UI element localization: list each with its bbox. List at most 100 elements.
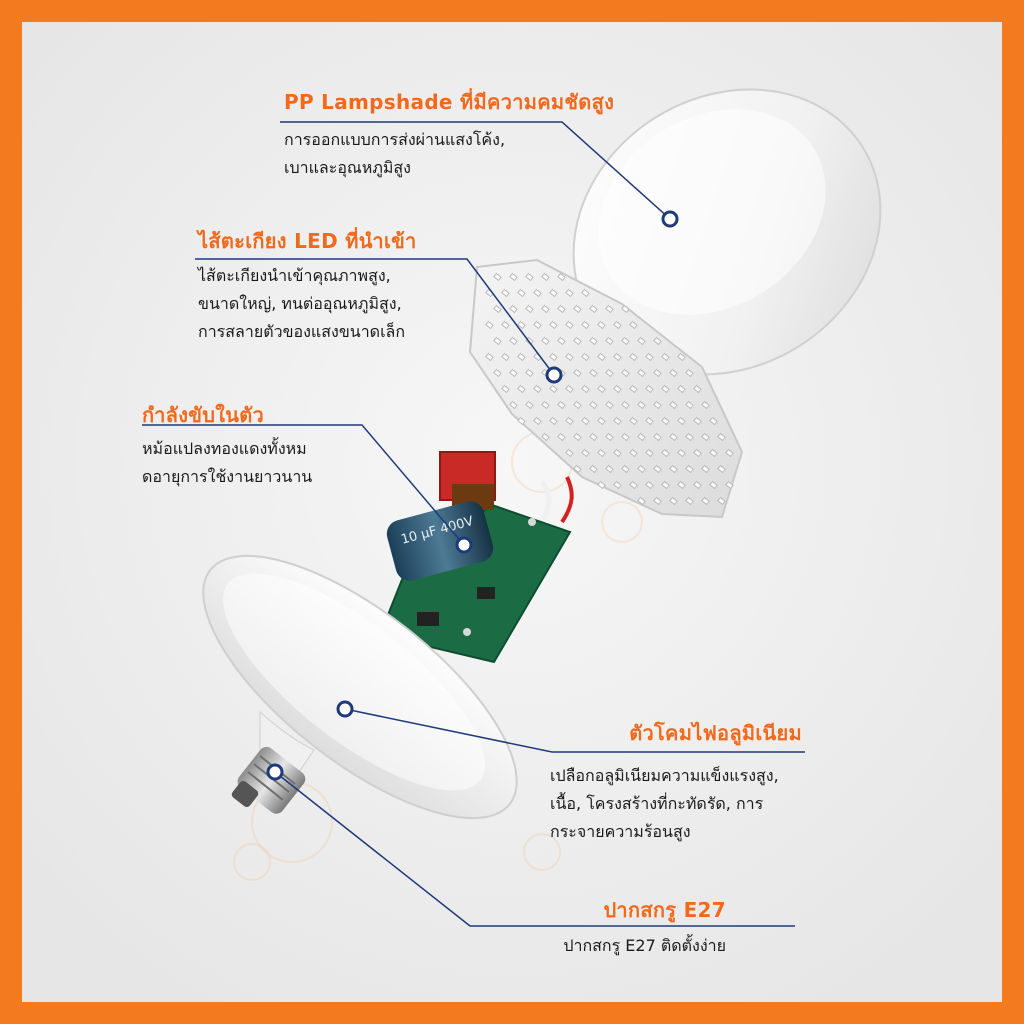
lampshade-desc: การออกแบบการส่งผ่านแสงโค้ง, เบาและอุณหภู… — [284, 130, 506, 177]
led-chip — [573, 336, 582, 346]
led-chip — [677, 352, 686, 362]
led-chip — [621, 400, 630, 410]
led-chip — [661, 416, 670, 426]
led-chip — [565, 416, 574, 426]
led-board-component — [468, 258, 744, 524]
led-chip — [629, 480, 638, 490]
led-chip — [501, 352, 510, 362]
led-chip — [645, 384, 654, 394]
driver-title: กำลังขับในตัว — [142, 403, 265, 427]
led-chip — [653, 464, 662, 474]
led-chip — [557, 400, 566, 410]
product-infographic: 10 μF 400V — [22, 22, 1002, 1002]
led-chip — [525, 304, 534, 314]
led-chip — [637, 464, 646, 474]
callout-dot-icon — [455, 536, 473, 554]
led-chip — [717, 496, 726, 506]
led-chip — [693, 416, 702, 426]
led-chip — [485, 320, 494, 330]
led-chip — [549, 288, 558, 298]
led-chip — [597, 352, 606, 362]
led-chip — [501, 288, 510, 298]
led-chip — [701, 432, 710, 442]
callout-dot-icon — [545, 366, 563, 384]
led-chip — [605, 432, 614, 442]
callout-dot-icon — [266, 763, 284, 781]
led-chip — [685, 464, 694, 474]
led-chip — [685, 496, 694, 506]
led-chip — [533, 384, 542, 394]
led-chip — [685, 368, 694, 378]
led-chip — [621, 464, 630, 474]
led-chip — [693, 384, 702, 394]
led-chip — [717, 464, 726, 474]
aluminum-body-title: ตัวโคมไฟอลูมิเนียม — [629, 721, 802, 745]
aluminum-body-desc: เปลือกอลูมิเนียมความแข็งแรงสูง, เนื้อ, โ… — [550, 766, 779, 841]
screw-base-desc: ปากสกรู E27 ติดตั้งง่าย — [563, 936, 726, 955]
led-chip — [549, 320, 558, 330]
driver-desc: หม้อแปลงทองแดงทั้งหม ดอายุการใช้งานยาวนา… — [142, 439, 313, 486]
led-chip — [629, 448, 638, 458]
led-chip — [509, 368, 518, 378]
led-chip — [541, 336, 550, 346]
led-chip — [613, 480, 622, 490]
led-chip — [701, 400, 710, 410]
led-chip — [653, 496, 662, 506]
led-chip — [509, 400, 518, 410]
led-chip — [653, 368, 662, 378]
led-chip — [533, 288, 542, 298]
led-chip — [581, 320, 590, 330]
callout-dot-icon — [661, 210, 679, 228]
led-chip — [605, 400, 614, 410]
led-chip — [725, 480, 734, 490]
led-chip — [605, 304, 614, 314]
led-chip — [581, 448, 590, 458]
led-chip — [669, 464, 678, 474]
led-chip — [533, 416, 542, 426]
led-chip — [589, 432, 598, 442]
led-chip — [629, 384, 638, 394]
led-chip — [509, 272, 518, 282]
led-chip — [717, 432, 726, 442]
led-chip — [645, 448, 654, 458]
led-chip — [589, 304, 598, 314]
led-chip — [693, 480, 702, 490]
led-chip — [613, 448, 622, 458]
led-chip — [621, 368, 630, 378]
led-chip — [517, 416, 526, 426]
led-chip — [597, 384, 606, 394]
led-chip — [709, 416, 718, 426]
led-chip — [621, 304, 630, 314]
led-chip — [653, 432, 662, 442]
screw-base-component — [231, 746, 306, 814]
led-chip — [493, 272, 502, 282]
led-chip — [589, 464, 598, 474]
led-chip — [597, 448, 606, 458]
led-chip — [509, 304, 518, 314]
led-chip — [525, 400, 534, 410]
led-chip — [525, 368, 534, 378]
led-chip — [597, 320, 606, 330]
led-chip — [573, 304, 582, 314]
led-chip — [653, 336, 662, 346]
led-chip — [693, 448, 702, 458]
led-chip — [533, 320, 542, 330]
led-chip — [501, 384, 510, 394]
callout-dots — [266, 210, 679, 781]
led-chip — [629, 352, 638, 362]
lampshade-title: PP Lampshade ที่มีความคมชัดสูง — [284, 90, 615, 114]
led-chip — [701, 496, 710, 506]
led-chip — [661, 480, 670, 490]
led-chip — [573, 368, 582, 378]
led-chip — [517, 384, 526, 394]
led-chip — [581, 288, 590, 298]
led-chip — [685, 432, 694, 442]
led-chip — [725, 448, 734, 458]
led-chip — [525, 272, 534, 282]
led-chip — [661, 384, 670, 394]
led-chip — [493, 336, 502, 346]
lampshade-component — [572, 88, 882, 376]
leader-lines — [142, 121, 805, 927]
led-chip — [677, 416, 686, 426]
led-chip — [493, 368, 502, 378]
